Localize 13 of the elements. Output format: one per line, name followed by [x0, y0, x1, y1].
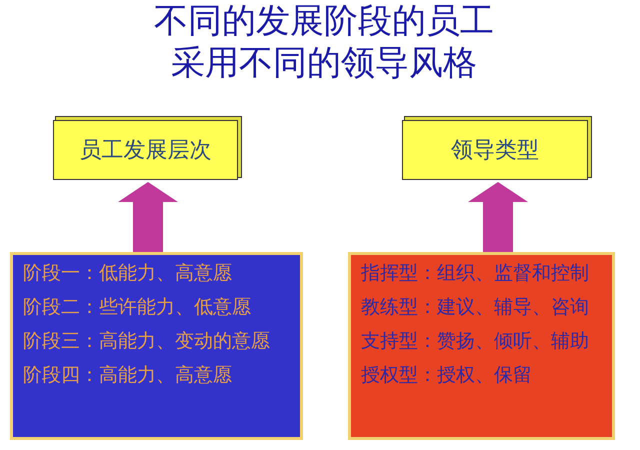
list-panel	[348, 252, 615, 440]
list-item: 教练型：建议、辅导、咨询	[361, 295, 589, 320]
list-item: 支持型：赞扬、倾听、辅助	[361, 329, 589, 354]
list-panel	[10, 252, 303, 440]
list-item: 阶段三：高能力、变动的意愿	[23, 329, 270, 354]
list-item: 阶段四：高能力、高意愿	[23, 363, 232, 388]
list-item: 阶段二：些许能力、低意愿	[23, 295, 251, 320]
block-arrow	[118, 182, 178, 252]
block-arrow	[468, 182, 528, 252]
list-item: 指挥型：组织、监督和控制	[361, 261, 589, 286]
title: 不同的发展阶段的员工采用不同的领导风格	[153, 0, 495, 84]
list-item: 授权型：授权、保留	[361, 363, 532, 388]
list-item: 阶段一：低能力、高意愿	[23, 261, 232, 286]
